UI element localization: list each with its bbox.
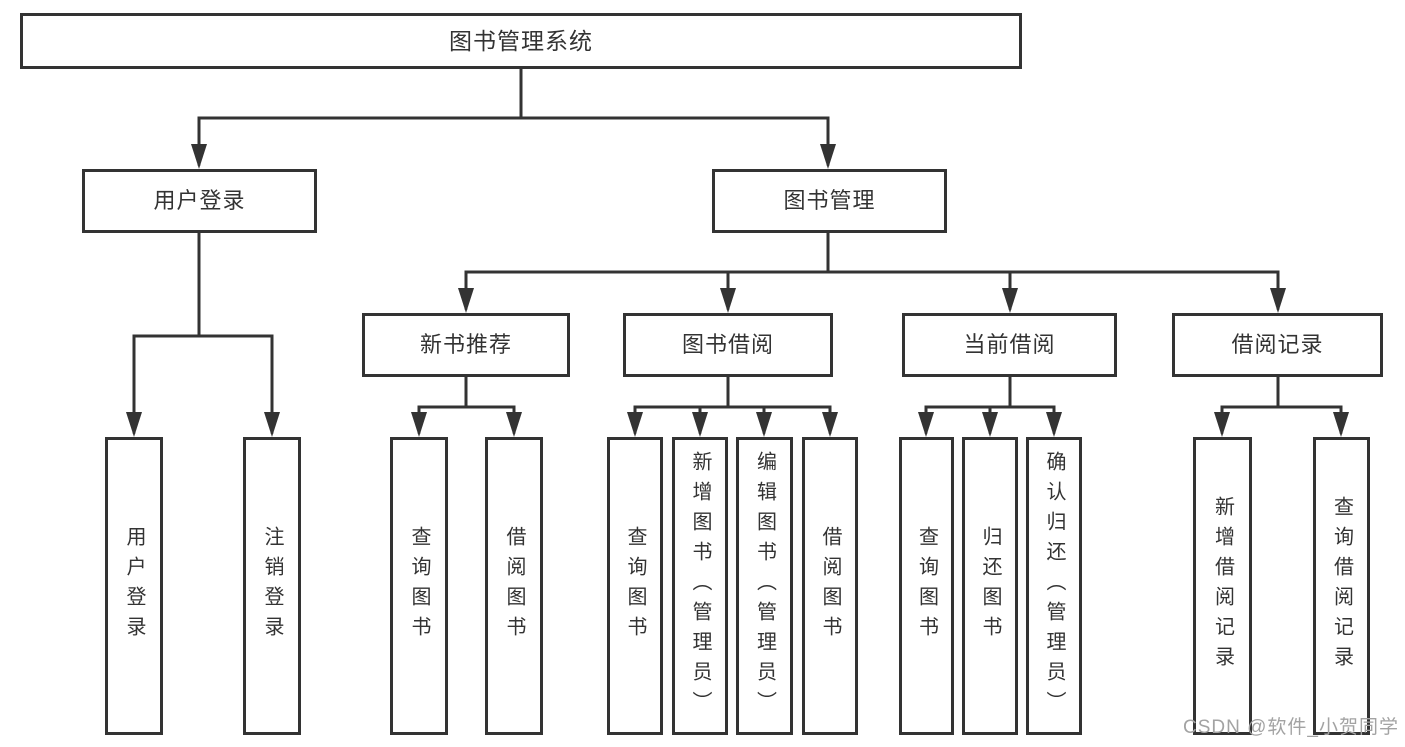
node-query-book-borrow: 查询图书 bbox=[607, 437, 663, 735]
node-borrow-book-recommend: 借阅图书 bbox=[485, 437, 543, 735]
node-query-borrow-record: 查询借阅记录 bbox=[1313, 437, 1370, 735]
node-add-book-admin: 新增图书（管理员） bbox=[672, 437, 728, 735]
node-new-book-recommend: 新书推荐 bbox=[362, 313, 570, 377]
csdn-watermark: CSDN @软件_小贺同学 bbox=[1183, 717, 1399, 738]
node-book-borrow: 图书借阅 bbox=[623, 313, 833, 377]
node-user-login: 用户登录 bbox=[82, 169, 317, 233]
node-edit-book-admin: 编辑图书（管理员） bbox=[736, 437, 793, 735]
node-logout-leaf: 注销登录 bbox=[243, 437, 301, 735]
node-book-mgmt: 图书管理 bbox=[712, 169, 947, 233]
node-borrow-book-leaf: 借阅图书 bbox=[802, 437, 858, 735]
node-confirm-return-admin: 确认归还（管理员） bbox=[1026, 437, 1082, 735]
node-add-borrow-record: 新增借阅记录 bbox=[1193, 437, 1252, 735]
node-root: 图书管理系统 bbox=[20, 13, 1022, 69]
node-query-book-recommend: 查询图书 bbox=[390, 437, 448, 735]
node-borrow-record: 借阅记录 bbox=[1172, 313, 1383, 377]
node-user-login-leaf: 用户登录 bbox=[105, 437, 163, 735]
node-return-book: 归还图书 bbox=[962, 437, 1018, 735]
node-current-borrow: 当前借阅 bbox=[902, 313, 1117, 377]
node-query-book-current: 查询图书 bbox=[899, 437, 954, 735]
